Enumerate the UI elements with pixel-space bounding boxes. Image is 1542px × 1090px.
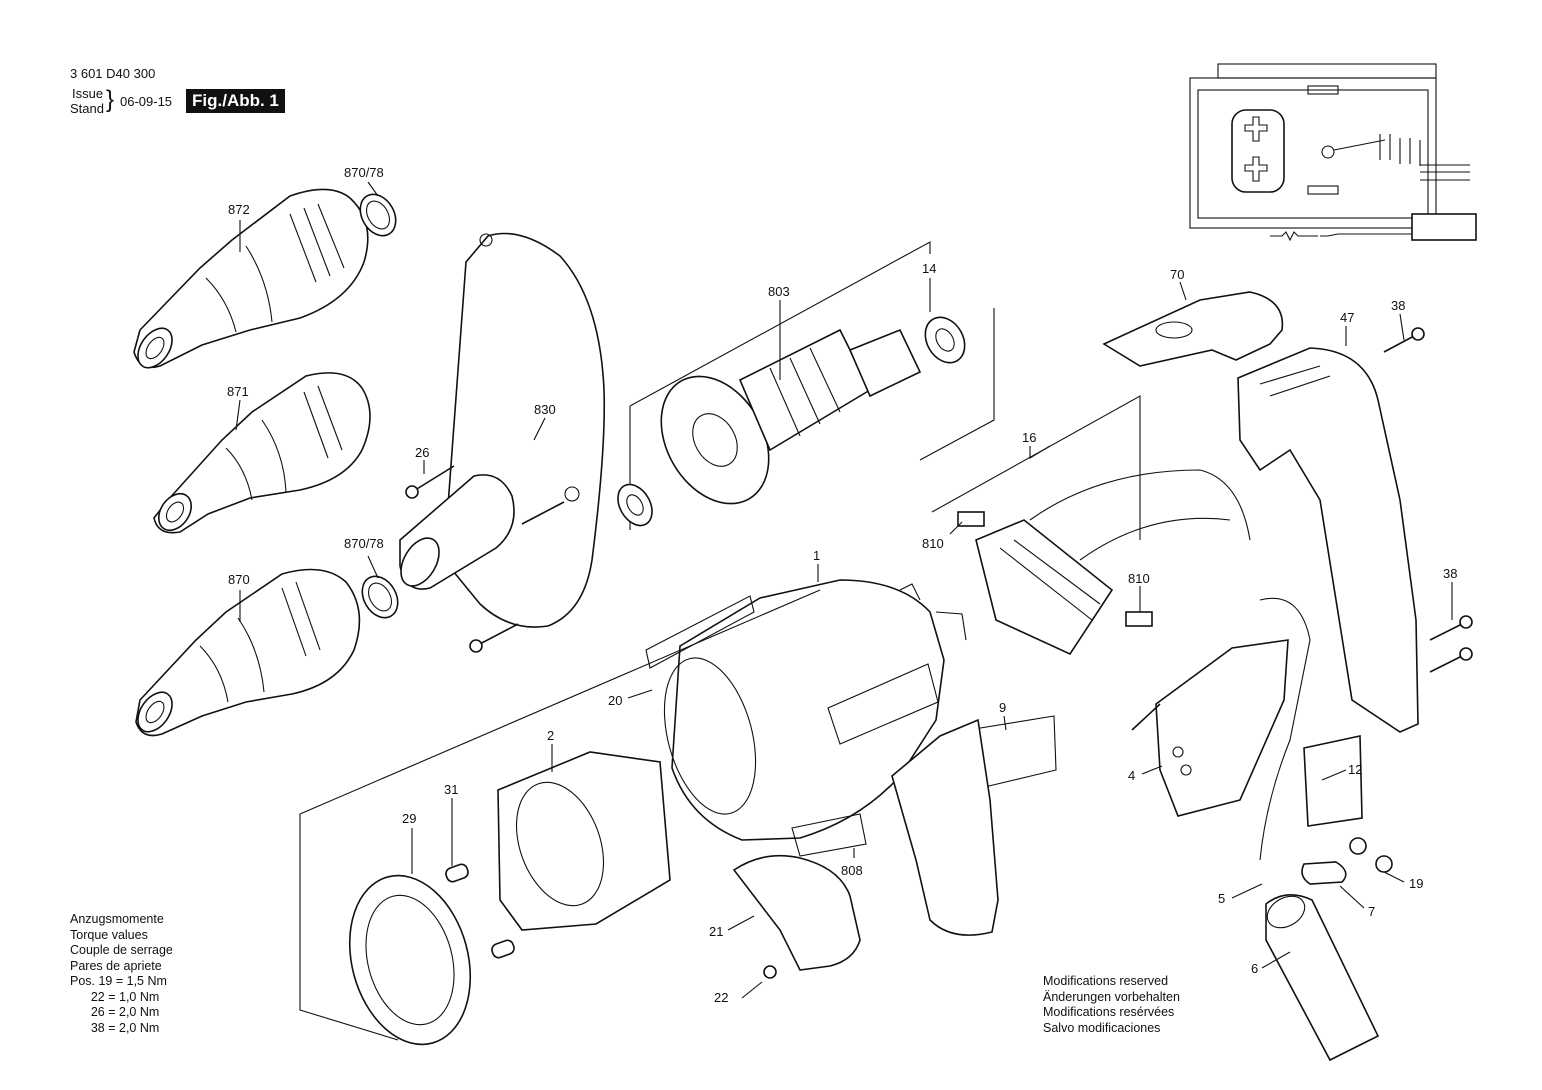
wiring-schematic <box>1189 63 1477 242</box>
callout-2: 2 <box>547 728 554 743</box>
handle-grip <box>891 718 999 936</box>
callout-810-left: 810 <box>922 536 944 551</box>
drawing-number: 3 601 D40 300 <box>70 66 156 81</box>
carbon-brush-810b <box>1125 611 1153 627</box>
field-2 <box>497 751 671 931</box>
gear-housing-872 <box>133 188 369 369</box>
baffle-ring-29 <box>348 874 472 1046</box>
callout-38-side: 38 <box>1443 566 1457 581</box>
torque-line: Anzugsmomente <box>70 912 164 926</box>
callout-871: 871 <box>227 384 249 399</box>
issue-label: Issue <box>72 86 104 101</box>
callout-5: 5 <box>1218 891 1225 906</box>
brace: } <box>106 86 115 113</box>
callout-47: 47 <box>1340 310 1354 325</box>
torque-line: 22 = 1,0 Nm <box>70 989 160 1004</box>
issue-date: 06-09-15 <box>120 94 173 109</box>
cable-sleeve-6 <box>1265 894 1380 1062</box>
screw-22 <box>763 965 777 979</box>
armature-803 <box>660 328 922 505</box>
motor-housing-1 <box>663 579 967 841</box>
label-20 <box>645 595 755 669</box>
torque-line: 26 = 2,0 Nm <box>70 1005 160 1019</box>
modifications-line: Modifications reserved <box>1043 974 1169 988</box>
callout-7: 7 <box>1368 904 1375 919</box>
callout-12: 12 <box>1348 762 1362 777</box>
callout-14: 14 <box>922 261 936 276</box>
callout-9: 9 <box>999 700 1006 715</box>
pin-31a <box>445 863 469 883</box>
ball-bearing-left <box>617 483 653 527</box>
torque-line: Torque values <box>70 927 148 942</box>
torque-line: Couple de serrage <box>70 943 173 957</box>
stand-label: Stand <box>70 101 104 116</box>
gear-housing-871 <box>153 372 371 534</box>
brush-holder-16 <box>975 519 1114 656</box>
bearing-flange-830 <box>399 232 606 628</box>
screw-19b <box>1375 855 1393 873</box>
callout-830: 830 <box>534 402 556 417</box>
callout-1: 1 <box>813 548 820 563</box>
torque-line: 38 = 2,0 Nm <box>70 1020 160 1035</box>
callout-810-right: 810 <box>1128 571 1150 586</box>
callout-22: 22 <box>714 990 728 1005</box>
torque-line: Pos. 19 = 1,5 Nm <box>70 974 167 988</box>
callout-6: 6 <box>1251 961 1258 976</box>
torque-line: Pares de apriete <box>70 958 162 973</box>
callout-29: 29 <box>402 811 416 826</box>
callout-4: 4 <box>1128 768 1135 783</box>
callout-20: 20 <box>608 693 622 708</box>
handle-cover-70 <box>1102 291 1284 367</box>
capacitor-12 <box>1303 735 1363 827</box>
figure-badge: Fig./Abb. 1 <box>186 89 285 113</box>
callout-38-top: 38 <box>1391 298 1405 313</box>
ball-bearing-14 <box>924 316 966 364</box>
cable-clamp-7 <box>1301 861 1347 885</box>
label-808 <box>791 813 867 857</box>
handle-half-47 <box>1237 347 1419 733</box>
callout-31: 31 <box>444 782 458 797</box>
callout-803: 803 <box>768 284 790 299</box>
seal-ring-870-78-top <box>359 193 397 237</box>
brush-holder-bracket <box>931 395 1141 540</box>
callout-872: 872 <box>228 202 250 217</box>
gear-housing-870 <box>135 568 361 737</box>
cover-21 <box>732 854 861 971</box>
callout-21: 21 <box>709 924 723 939</box>
modifications-line: Modifications resérvées <box>1043 1005 1175 1019</box>
callout-808: 808 <box>841 863 863 878</box>
callout-870-78-bottom: 870/78 <box>344 536 384 551</box>
screw-38-low <box>1429 647 1473 673</box>
callout-26: 26 <box>415 445 429 460</box>
callout-16: 16 <box>1022 430 1036 445</box>
modifications-note: Modifications reserved Änderungen vorbeh… <box>1043 974 1180 1036</box>
seal-ring-870-78-bottom <box>361 575 399 619</box>
armature-bracket-right <box>919 308 995 461</box>
motor-group-line <box>299 589 821 815</box>
screw-26-mid <box>521 501 565 525</box>
pin-31b <box>491 939 515 959</box>
callout-870: 870 <box>228 572 250 587</box>
leader-lines <box>235 181 1453 999</box>
carbon-brush-810a <box>957 511 985 527</box>
baffle-bracket <box>299 814 399 1041</box>
callout-19: 19 <box>1409 876 1423 891</box>
callout-70: 70 <box>1170 267 1184 282</box>
mains-cable-5 <box>1259 597 1311 861</box>
torque-values-note: Anzugsmomente Torque values Couple de se… <box>70 912 173 1036</box>
modifications-line: Änderungen vorbehalten <box>1043 989 1180 1004</box>
screw-26-upper <box>405 465 455 499</box>
screw-38-top <box>1383 327 1425 353</box>
switch-4 <box>1131 639 1289 817</box>
screw-19a <box>1349 837 1367 855</box>
screw-26-lower <box>469 623 519 653</box>
modifications-line: Salvo modificaciones <box>1043 1020 1161 1035</box>
screw-38-mid <box>1429 615 1473 641</box>
callout-870-78-top: 870/78 <box>344 165 384 180</box>
wiring-harness <box>1029 469 1251 561</box>
armature-bracket <box>629 241 931 407</box>
